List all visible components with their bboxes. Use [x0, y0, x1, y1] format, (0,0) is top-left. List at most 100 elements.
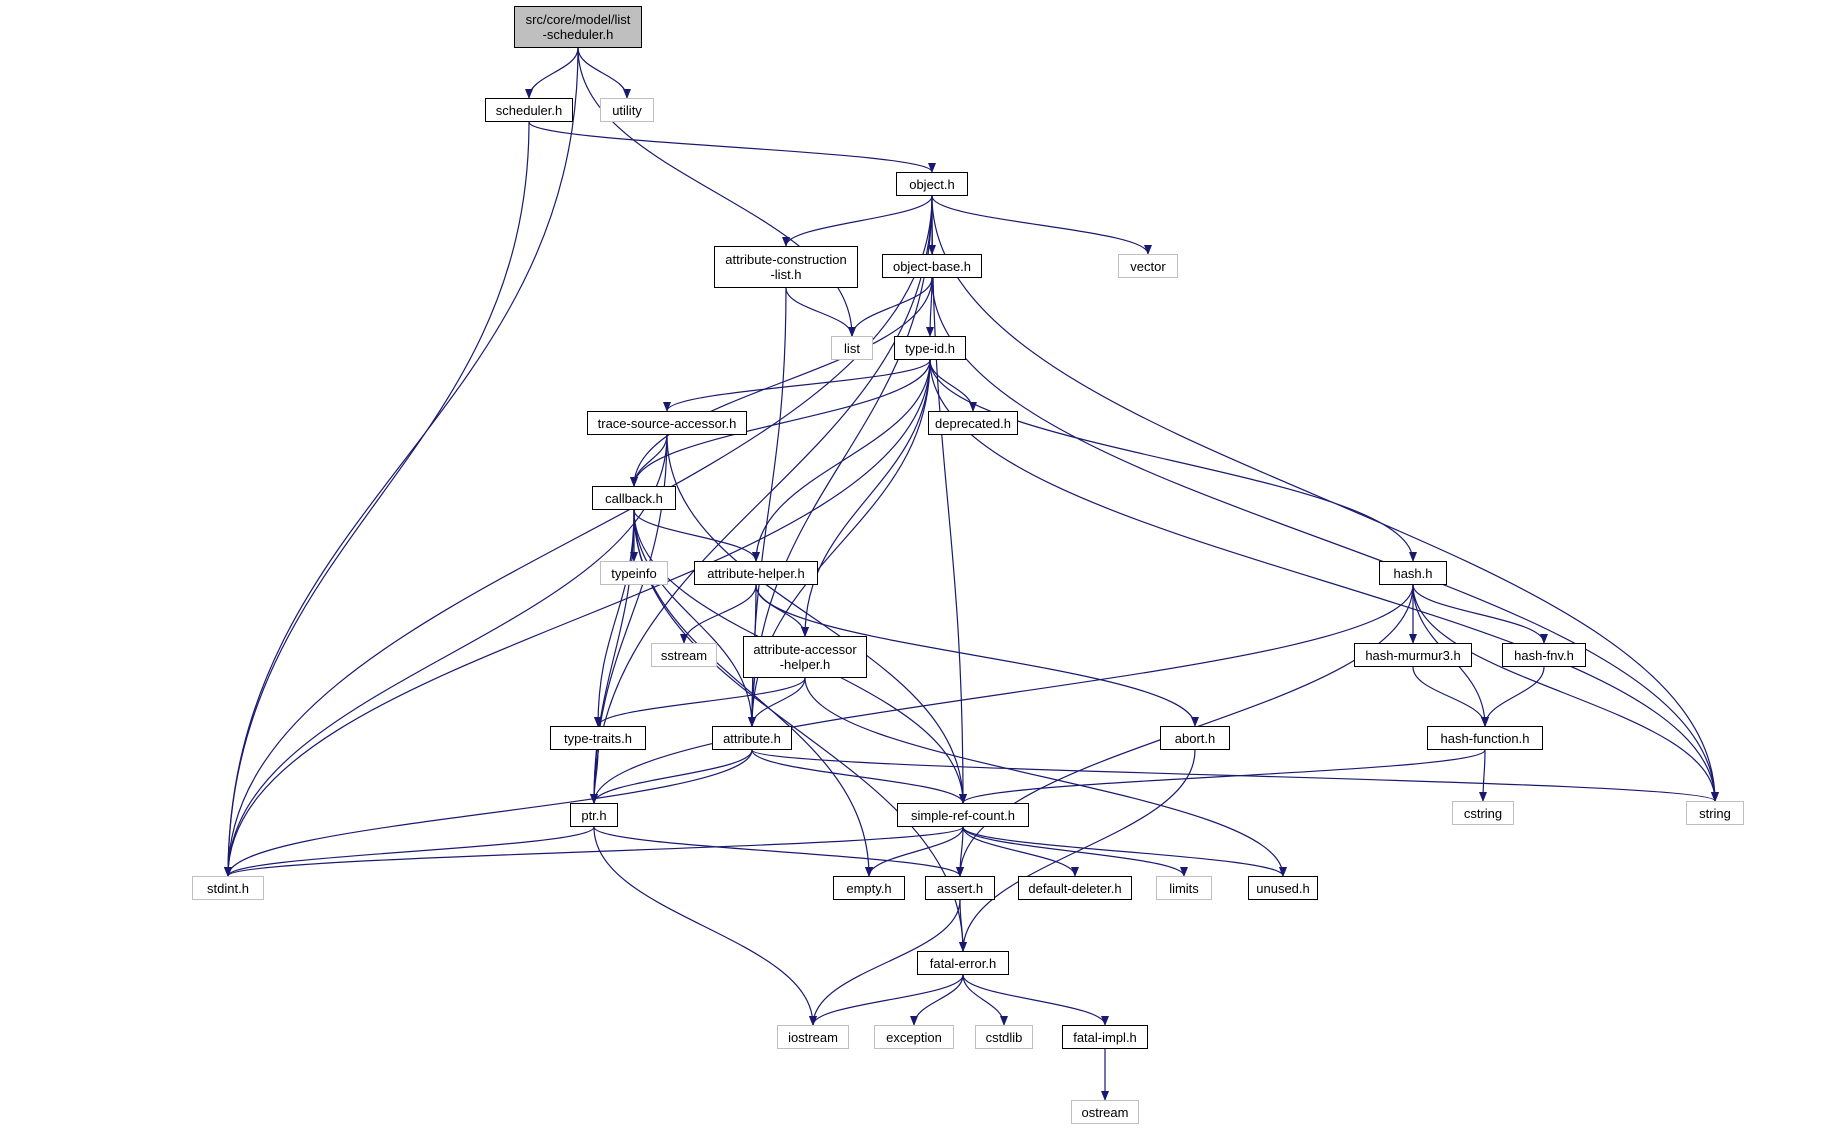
node-cstring: cstring — [1452, 801, 1514, 825]
edge-attr-helper-to-sstream — [680, 584, 757, 644]
edge-fatal-error-to-iostream — [809, 974, 964, 1026]
node-type-id-h[interactable]: type-id.h — [894, 336, 966, 360]
node-limits: limits — [1156, 876, 1212, 900]
edge-type-id-to-trace-src — [663, 359, 931, 412]
node-object-h[interactable]: object.h — [896, 172, 968, 196]
edge-hash-function-to-cstring — [1479, 749, 1488, 802]
node-trace-source-accessor-h[interactable]: trace-source-accessor.h — [587, 411, 747, 435]
edge-type-id-to-callback — [630, 359, 931, 487]
edge-hash-to-hash-fnv — [1412, 584, 1548, 644]
edge-object-to-stdint — [224, 195, 933, 877]
edge-list-scheduler-to-stdint — [224, 47, 579, 877]
edge-callback-to-ptr — [590, 509, 635, 804]
edge-ptr-to-iostream — [593, 826, 817, 1026]
node-typeinfo: typeinfo — [600, 561, 668, 585]
edge-trace-src-to-stdint — [224, 434, 668, 877]
node-ptr-h[interactable]: ptr.h — [570, 803, 618, 827]
edge-abort-to-fatal-error — [959, 749, 1196, 952]
node-vector: vector — [1118, 254, 1178, 278]
node-hash-fnv-h[interactable]: hash-fnv.h — [1502, 643, 1586, 667]
edge-simple-ref-to-stdint — [224, 826, 964, 877]
edge-object-base-to-list — [848, 277, 933, 337]
edge-ptr-to-assert — [593, 826, 964, 877]
edge-list-scheduler-to-utility — [577, 47, 631, 99]
edge-object-to-ptr — [590, 195, 933, 804]
node-unused-h[interactable]: unused.h — [1248, 876, 1318, 900]
node-list: list — [831, 336, 873, 360]
node-simple-ref-count-h[interactable]: simple-ref-count.h — [897, 803, 1029, 827]
edge-hash-to-ptr — [590, 584, 1414, 804]
node-empty-h[interactable]: empty.h — [833, 876, 905, 900]
edge-type-id-to-attr-acc-helper — [801, 359, 931, 637]
node-utility: utility — [600, 98, 654, 122]
node-iostream: iostream — [777, 1025, 849, 1049]
node-callback-h[interactable]: callback.h — [592, 486, 676, 510]
node-abort-h[interactable]: abort.h — [1160, 726, 1230, 750]
edge-object-to-vector — [931, 195, 1152, 255]
edge-type-id-to-hash — [929, 359, 1417, 562]
edge-simple-ref-to-assert — [956, 826, 965, 877]
edge-assert-to-iostream — [809, 899, 961, 1026]
edge-simple-ref-to-empty — [865, 826, 964, 877]
edge-hash-to-string — [1412, 584, 1719, 802]
node-exception: exception — [874, 1025, 954, 1049]
edge-attr-acc-helper-to-unused — [804, 677, 1287, 877]
node-deprecated-h[interactable]: deprecated.h — [928, 411, 1018, 435]
node-object-base-h[interactable]: object-base.h — [882, 254, 982, 278]
edge-object-base-to-callback — [630, 277, 933, 487]
edge-list-scheduler-to-scheduler — [525, 47, 579, 99]
node-default-deleter-h[interactable]: default-deleter.h — [1018, 876, 1132, 900]
node-attribute-accessor-helper-h[interactable]: attribute-accessor -helper.h — [743, 636, 867, 678]
edge-attr-helper-to-abort — [755, 584, 1199, 727]
edge-trace-src-to-callback — [630, 434, 668, 487]
node-hash-murmur3-h[interactable]: hash-murmur3.h — [1354, 643, 1472, 667]
edge-callback-to-fatal-error — [633, 509, 967, 952]
edge-fatal-error-to-fatal-impl — [962, 974, 1109, 1026]
edge-list-scheduler-to-list — [577, 47, 856, 337]
node-attribute-h[interactable]: attribute.h — [712, 726, 792, 750]
node-string: string — [1686, 801, 1744, 825]
edge-object-to-string — [931, 195, 1719, 802]
node-attribute-helper-h[interactable]: attribute-helper.h — [694, 561, 818, 585]
edge-trace-src-to-simple-ref — [666, 434, 967, 804]
node-list-scheduler-h[interactable]: src/core/model/list -scheduler.h — [514, 6, 642, 48]
edge-type-id-to-attr-helper — [752, 359, 931, 562]
node-sstream: sstream — [651, 643, 717, 667]
node-fatal-impl-h[interactable]: fatal-impl.h — [1062, 1025, 1148, 1049]
edge-attribute-to-string — [751, 749, 1719, 802]
node-assert-h[interactable]: assert.h — [925, 876, 995, 900]
edge-hash-fnv-to-hash-function — [1481, 666, 1545, 727]
edge-hash-function-to-simple-ref — [959, 749, 1486, 804]
edge-attribute-to-simple-ref — [751, 749, 967, 804]
edge-callback-to-attr-helper — [633, 509, 760, 562]
edge-scheduler-to-stdint — [224, 121, 530, 877]
node-attribute-construction-list-h[interactable]: attribute-construction -list.h — [714, 246, 858, 288]
node-type-traits-h[interactable]: type-traits.h — [550, 726, 646, 750]
edge-attr-acc-helper-to-attribute — [748, 677, 806, 727]
edge-attribute-to-stdint — [224, 749, 753, 877]
edge-fatal-error-to-cstdlib — [962, 974, 1008, 1026]
node-hash-h[interactable]: hash.h — [1379, 561, 1447, 585]
edge-ptr-to-stdint — [224, 826, 595, 877]
edge-hash-murmur3-to-hash-function — [1412, 666, 1489, 727]
edge-callback-to-attribute — [633, 509, 756, 727]
edge-callback-to-type-traits — [594, 509, 635, 727]
edge-simple-ref-to-unused — [962, 826, 1287, 877]
edge-attribute-to-ptr — [590, 749, 753, 804]
node-scheduler-h[interactable]: scheduler.h — [485, 98, 573, 122]
edge-fatal-error-to-exception — [910, 974, 964, 1026]
edge-type-id-to-string — [929, 359, 1719, 802]
edge-scheduler-to-object — [528, 121, 936, 173]
edge-object-to-attr-constr — [782, 195, 933, 247]
edge-object-base-to-string — [931, 277, 1719, 802]
edge-simple-ref-to-default-deleter — [962, 826, 1079, 877]
node-cstdlib: cstdlib — [975, 1025, 1033, 1049]
edge-attr-acc-helper-to-type-traits — [594, 677, 806, 727]
node-ostream: ostream — [1071, 1100, 1139, 1124]
node-hash-function-h[interactable]: hash-function.h — [1427, 726, 1543, 750]
node-stdint-h: stdint.h — [192, 876, 264, 900]
edge-simple-ref-to-limits — [962, 826, 1188, 877]
node-fatal-error-h[interactable]: fatal-error.h — [917, 951, 1009, 975]
